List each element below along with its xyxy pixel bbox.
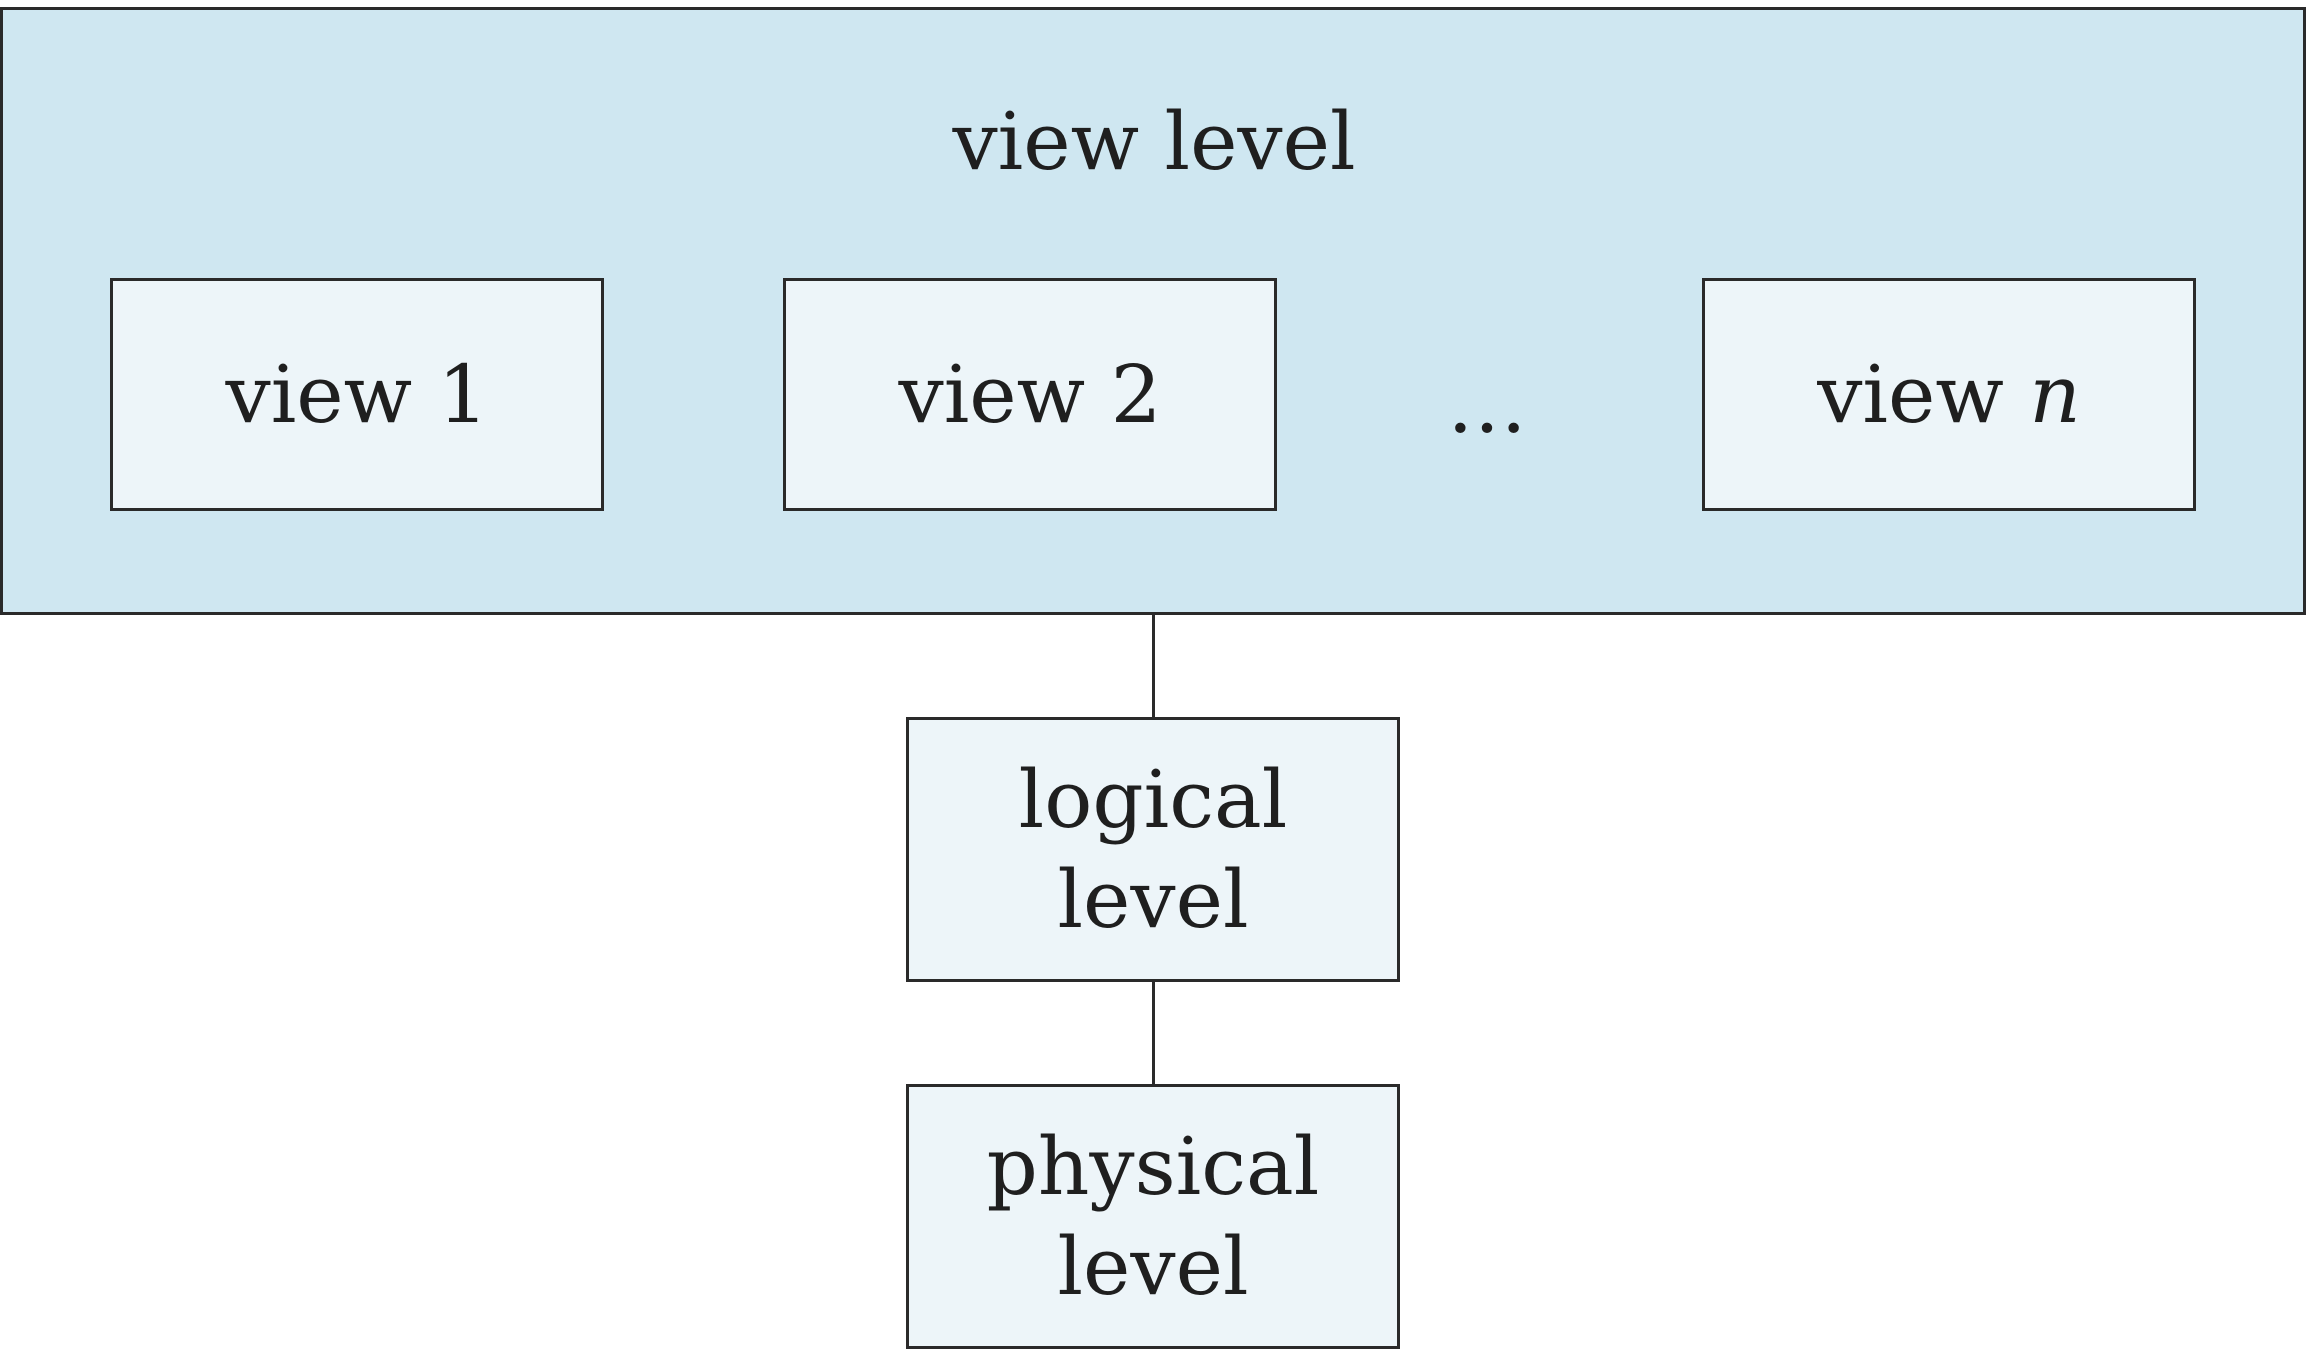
- view-1-label-suffix: 1: [437, 347, 489, 441]
- view-2-label-suffix: 2: [1110, 347, 1162, 441]
- view-2-label-prefix: view: [898, 347, 1086, 441]
- view-2-box: view 2: [783, 278, 1277, 511]
- logical-level-line2: level: [1057, 852, 1249, 946]
- logical-level-box: logical level: [906, 717, 1400, 982]
- connector-logical-to-physical: [1152, 980, 1155, 1086]
- logical-level-line1: logical: [1018, 752, 1288, 846]
- views-ellipsis: …: [1447, 358, 1533, 451]
- physical-level-line1: physical: [986, 1119, 1320, 1213]
- view-n-label-prefix: view: [1817, 347, 2004, 441]
- view-1-label-prefix: view: [225, 347, 413, 441]
- view-level-title: view level: [952, 95, 1356, 188]
- physical-level-line2: level: [1057, 1219, 1249, 1313]
- view-n-box: view n: [1702, 278, 2196, 511]
- connector-view-to-logical: [1152, 613, 1155, 719]
- view-n-label-suffix: n: [2029, 347, 2081, 441]
- view-1-box: view 1: [110, 278, 604, 511]
- physical-level-box: physical level: [906, 1084, 1400, 1349]
